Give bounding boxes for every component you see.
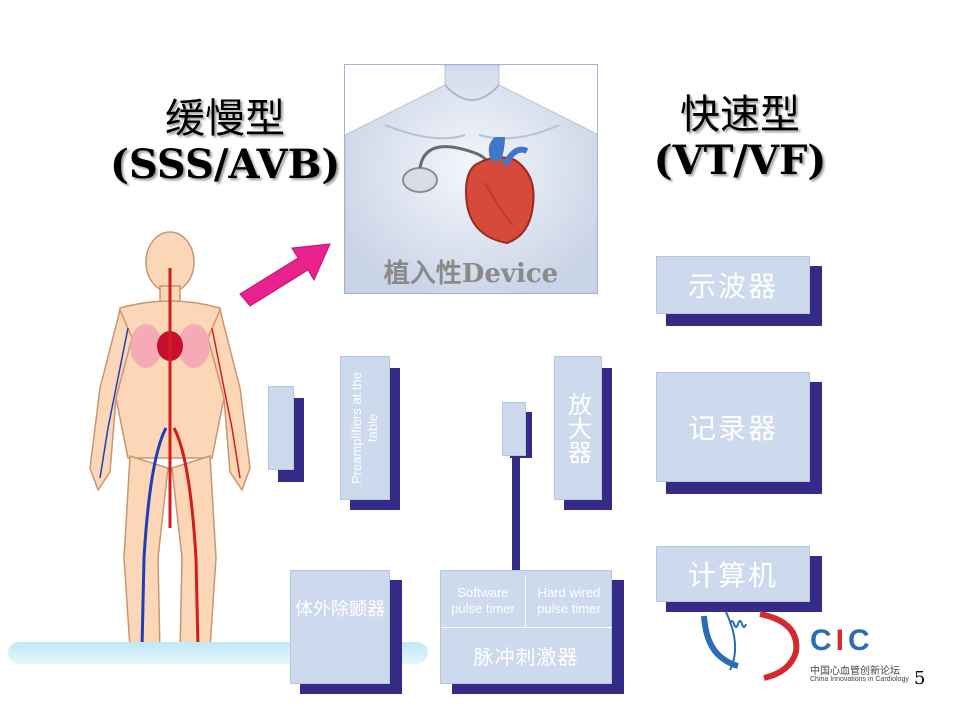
oscilloscope-label: 示波器 [687,270,778,303]
preamplifiers-label: Preamplifiers at the table [349,372,380,484]
software-timer-label: Software pulse timer [441,575,526,628]
computer-box: 计算机 [656,546,810,602]
arrow-up-right-icon [239,243,331,307]
recorder-box: 记录器 [656,372,810,482]
pulse-stimulator-box: Software pulse timer Hard wired pulse ti… [440,570,612,684]
pulse-stimulator-label: 脉冲刺激器 [473,644,579,669]
slow-type-title: 缓慢型 (SSS/AVB) [110,96,340,188]
fast-type-title: 快速型 (VT/VF) [640,92,840,184]
human-body-figure [89,231,251,653]
preamplifiers-box: Preamplifiers at the table [340,356,390,500]
page-number: 5 [914,668,926,689]
computer-label: 计算机 [687,559,778,592]
recorder-label: 记录器 [687,412,778,445]
slow-type-en: (SSS/AVB) [110,141,341,188]
small-connector-box [268,386,294,470]
implanted-device-image: 植入性Device [344,64,598,294]
amplifier-label: 放大器 [563,392,592,464]
cic-logo-emblem [701,611,800,681]
center-connector-box [502,402,526,456]
cic-logo-cn: 中国心血管创新论坛 [810,666,900,677]
device-label: 植入性Device [383,259,559,289]
hardwired-timer-label: Hard wired pulse timer [526,575,612,628]
external-defib-box: 体外除颤器 [290,570,390,684]
fast-type-cn: 快速型 [680,92,800,138]
oscilloscope-box: 示波器 [656,256,810,314]
fast-type-en: (VT/VF) [653,137,827,184]
cic-logo-en: China Innovations in Cardiology [810,676,909,683]
cic-logo: CIC 中国心血管创新论坛 China Innovations in Cardi… [700,606,910,696]
chest-heart-illustration [345,65,597,293]
external-defib-label: 体外除颤器 [295,599,385,620]
slow-type-cn: 缓慢型 [165,96,285,142]
amplifier-box: 放大器 [554,356,602,500]
connector-line [512,456,520,572]
cic-logo-name: CIC [810,624,874,657]
